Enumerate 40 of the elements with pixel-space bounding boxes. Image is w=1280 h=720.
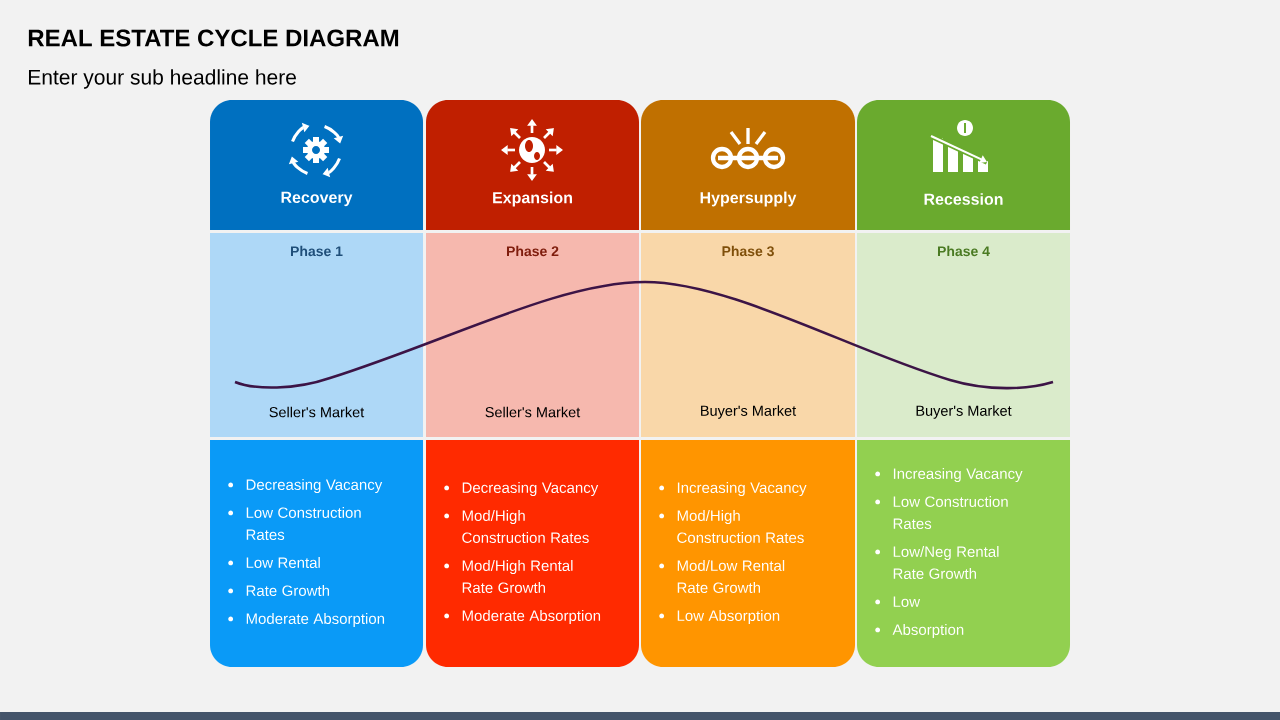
bullet-item: Absorption: [875, 624, 964, 638]
bullet-item: Mod/High Rental Rate Growth: [444, 560, 573, 593]
bullet-item: Mod/High Construction Rates: [659, 510, 804, 543]
bullet-item: Low/Neg Rental Rate Growth: [875, 546, 999, 579]
slide-title: REAL ESTATE CYCLE DIAGRAM: [28, 29, 399, 47]
market-label: Seller's Market: [485, 406, 581, 418]
phase-panel: [857, 233, 1070, 437]
phase-label: Phase 2: [507, 245, 559, 257]
bullet-panel: [641, 440, 855, 667]
bullet-panel: [210, 440, 423, 667]
bullet-item: Moderate Absorption: [444, 610, 601, 624]
bullet-item: Moderate Absorption: [228, 613, 385, 627]
phase-header: Expansion: [426, 100, 639, 230]
phase-label: Phase 3: [722, 245, 774, 257]
phase-header: Hypersupply: [641, 100, 855, 230]
market-label: Seller's Market: [269, 406, 365, 418]
bullet-item: Low Construction Rates: [875, 496, 1008, 529]
bullet-item: Increasing Vacancy: [659, 482, 807, 496]
bullet-item: Low: [875, 596, 921, 607]
bullet-item: Low Construction Rates: [228, 507, 361, 540]
phase-label: Phase 4: [938, 245, 990, 257]
bullet-panel: [857, 440, 1070, 667]
market-label: Buyer's Market: [701, 405, 797, 419]
phase-panel: [641, 233, 855, 437]
phase-label: Phase 1: [291, 245, 343, 257]
phase-header: Recession: [857, 100, 1070, 230]
bullet-item: Increasing Vacancy: [875, 468, 1023, 482]
bullet-item: Mod/Low Rental Rate Growth: [659, 560, 785, 593]
market-label: Buyer's Market: [916, 405, 1012, 419]
bullet-item: Low Absorption: [659, 610, 780, 624]
bullet-item: Decreasing Vacancy: [444, 482, 599, 496]
phase-header: Recovery: [210, 100, 423, 230]
bullet-item: Rate Growth: [228, 585, 329, 596]
bullet-panel: [426, 440, 639, 667]
bullet-item: Decreasing Vacancy: [228, 479, 383, 493]
phase-panel: [426, 233, 639, 437]
bullet-item: Low Rental: [228, 557, 320, 568]
bullet-item: Mod/High Construction Rates: [444, 510, 589, 543]
phase-panel: [210, 233, 423, 437]
subtitle: Enter your sub headline here: [29, 69, 296, 89]
